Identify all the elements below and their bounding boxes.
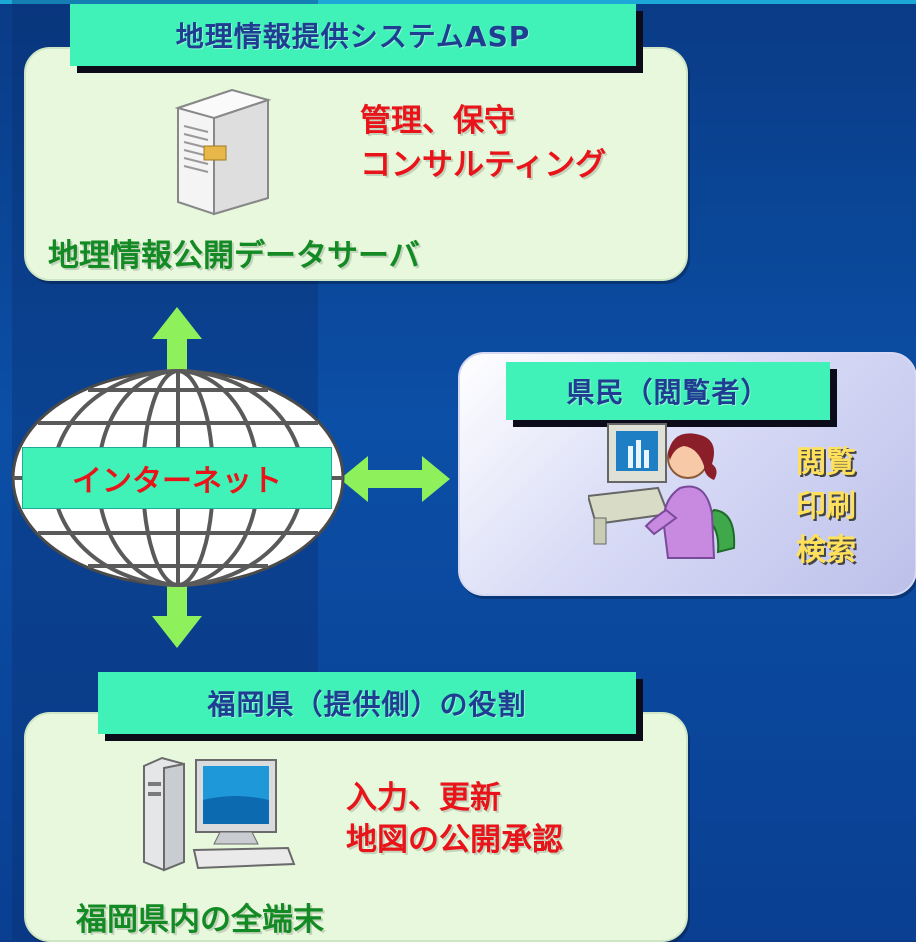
citizen-action-3: 検索: [796, 533, 856, 568]
asp-role-1: 管理、保守: [360, 103, 515, 139]
prefecture-panel-header: 福岡県（提供側）の役割: [98, 672, 636, 734]
person-at-computer-icon: [588, 423, 736, 559]
citizen-action-1: 閲覧: [796, 445, 856, 480]
arrow-down-icon: [152, 578, 202, 648]
arrow-horizontal-icon: [340, 456, 450, 502]
prefecture-caption: 福岡県内の全端末: [76, 902, 324, 938]
internet-label: インターネット: [22, 447, 332, 509]
asp-panel: [24, 47, 688, 281]
citizen-action-2: 印刷: [796, 489, 856, 524]
top-stripe: [0, 0, 916, 4]
prefecture-role-2: 地図の公開承認: [346, 822, 563, 858]
asp-panel-header: 地理情報提供システムASP: [70, 4, 636, 66]
citizen-panel-header: 県民（閲覧者）: [506, 362, 830, 420]
prefecture-role-1: 入力、更新: [346, 780, 501, 816]
server-icon: [174, 88, 272, 216]
asp-caption: 地理情報公開データサーバ: [48, 238, 420, 274]
asp-role-2: コンサルティング: [360, 147, 607, 183]
prefecture-panel: [24, 712, 688, 942]
desktop-computer-icon: [143, 756, 296, 872]
arrow-up-icon: [152, 307, 202, 377]
